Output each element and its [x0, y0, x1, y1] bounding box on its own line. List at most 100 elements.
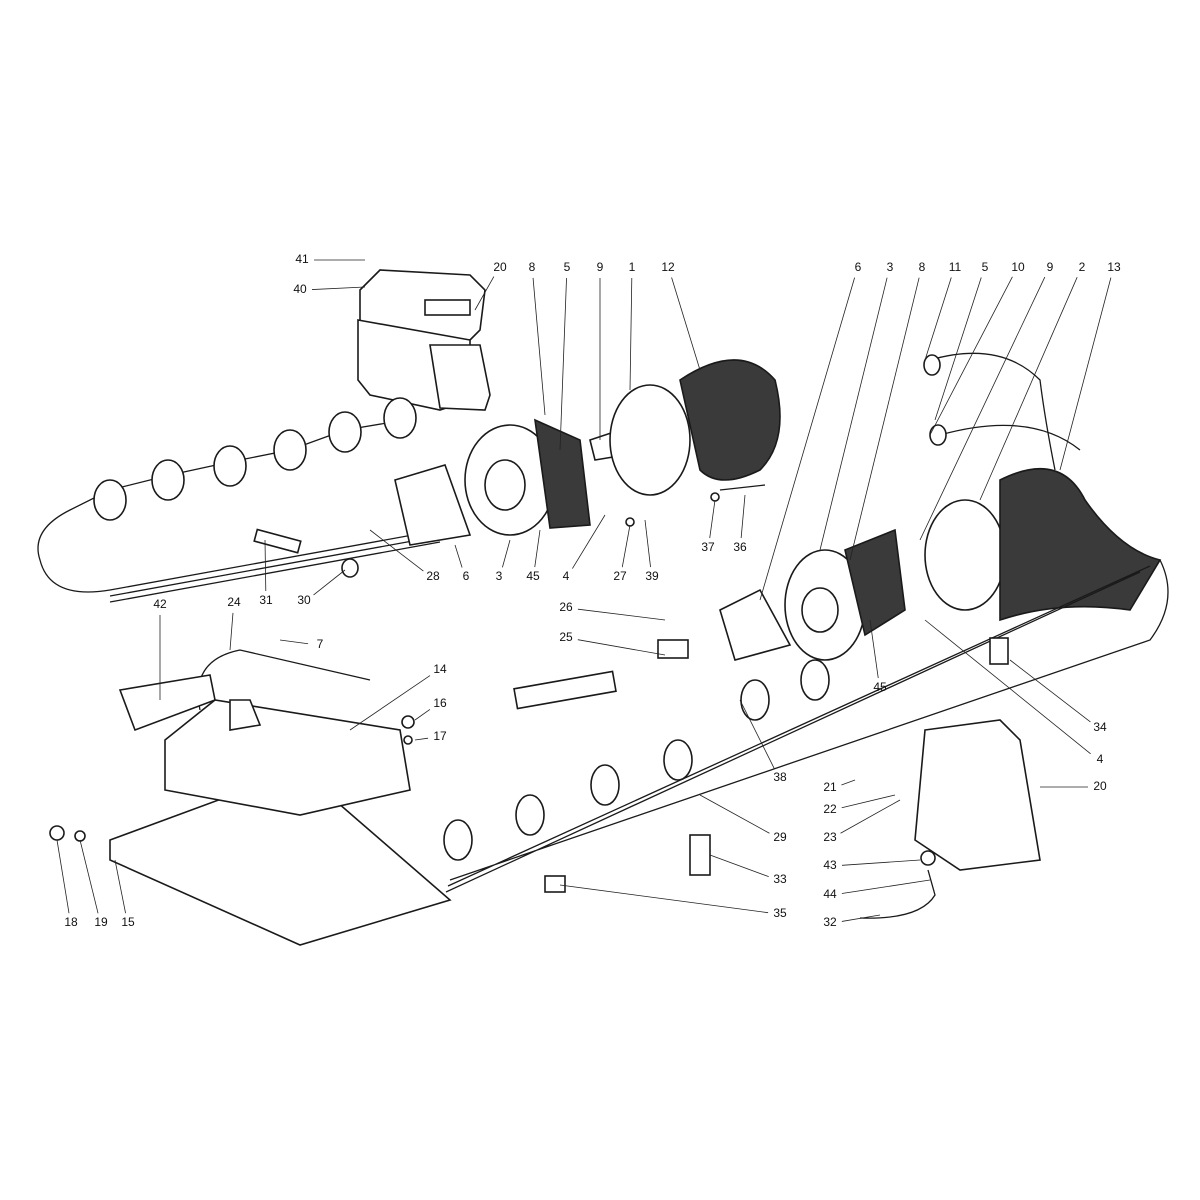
part-label-3: 3 — [496, 569, 503, 583]
part-label-3: 3 — [887, 260, 894, 274]
part-label-19: 19 — [94, 915, 108, 929]
part-label-25: 25 — [559, 630, 573, 644]
part-label-37: 37 — [701, 540, 715, 554]
part-label-7: 7 — [317, 637, 324, 651]
leader-line — [532, 277, 546, 416]
spark-plug-caps-lower — [443, 659, 830, 861]
part-label-40: 40 — [293, 282, 307, 296]
part-label-17: 17 — [433, 729, 447, 743]
leader-line — [709, 854, 769, 878]
leader-line — [644, 519, 651, 568]
leader-line — [114, 859, 126, 914]
part-label-6: 6 — [463, 569, 470, 583]
control-unit-and-bracket — [49, 649, 452, 946]
leader-line — [621, 524, 631, 568]
leader-line — [534, 529, 541, 568]
part-label-39: 39 — [645, 569, 659, 583]
leader-line — [572, 514, 606, 569]
leader-line — [759, 277, 855, 601]
leader-line — [841, 794, 896, 809]
part-label-8: 8 — [919, 260, 926, 274]
ignition-module-upper — [357, 269, 491, 411]
leader-line — [919, 276, 1046, 541]
leader-line — [1059, 277, 1112, 471]
part-label-4: 4 — [1097, 752, 1104, 766]
leader-line — [279, 639, 309, 645]
leader-line — [699, 794, 770, 834]
leader-line — [740, 494, 746, 539]
leader-line — [841, 914, 881, 922]
leader-line — [841, 879, 931, 894]
leader-line — [629, 277, 633, 391]
part-label-4: 4 — [563, 569, 570, 583]
leader-line — [934, 277, 982, 421]
part-label-33: 33 — [773, 872, 787, 886]
leader-line — [79, 839, 99, 914]
leader-line — [671, 277, 701, 371]
leader-line — [577, 608, 666, 621]
leader-line — [559, 884, 769, 914]
part-label-32: 32 — [823, 915, 837, 929]
part-label-20: 20 — [493, 260, 507, 274]
part-label-35: 35 — [773, 906, 787, 920]
leader-line — [229, 612, 234, 651]
leader-line — [924, 277, 952, 361]
part-label-18: 18 — [64, 915, 78, 929]
leader-line — [264, 539, 267, 592]
leader-line — [349, 675, 431, 731]
leader-line — [841, 779, 856, 786]
distributor-left — [394, 359, 781, 546]
part-label-45: 45 — [526, 569, 540, 583]
part-label-9: 9 — [1047, 260, 1054, 274]
part-label-28: 28 — [426, 569, 440, 583]
leader-line — [840, 799, 901, 834]
distributor-right — [445, 352, 1169, 893]
leader-line — [474, 276, 495, 311]
leader-line — [869, 619, 879, 679]
part-label-34: 34 — [1093, 720, 1107, 734]
part-label-13: 13 — [1107, 260, 1121, 274]
part-label-31: 31 — [259, 593, 273, 607]
part-label-24: 24 — [227, 595, 241, 609]
leader-line — [56, 839, 70, 914]
part-label-30: 30 — [297, 593, 311, 607]
part-label-45: 45 — [873, 680, 887, 694]
leader-line — [577, 639, 666, 656]
spark-plug-caps-upper — [37, 397, 441, 603]
part-label-36: 36 — [733, 540, 747, 554]
leader-line — [454, 544, 463, 568]
part-label-9: 9 — [597, 260, 604, 274]
part-label-12: 12 — [661, 260, 675, 274]
part-label-21: 21 — [823, 780, 837, 794]
part-label-6: 6 — [855, 260, 862, 274]
leader-line — [414, 709, 431, 721]
leader-line — [559, 277, 567, 451]
leader-line — [1009, 659, 1091, 723]
leader-line — [313, 569, 346, 596]
part-label-14: 14 — [433, 662, 447, 676]
ignition-coil-right — [513, 637, 1041, 919]
part-label-29: 29 — [773, 830, 787, 844]
leader-line — [739, 699, 775, 770]
leader-line — [502, 539, 511, 568]
part-label-41: 41 — [295, 252, 309, 266]
part-label-16: 16 — [433, 696, 447, 710]
part-label-1: 1 — [629, 260, 636, 274]
part-label-27: 27 — [613, 569, 627, 583]
part-label-15: 15 — [121, 915, 135, 929]
leader-line — [979, 276, 1078, 501]
part-label-20: 20 — [1093, 779, 1107, 793]
leader-line — [369, 529, 424, 572]
leader-line — [311, 286, 366, 290]
part-label-11: 11 — [949, 260, 962, 274]
leader-line — [849, 277, 920, 561]
part-label-10: 10 — [1011, 260, 1025, 274]
part-label-42: 42 — [153, 597, 167, 611]
part-label-5: 5 — [564, 260, 571, 274]
part-label-5: 5 — [982, 260, 989, 274]
leader-line — [709, 499, 716, 539]
part-label-44: 44 — [823, 887, 837, 901]
part-label-22: 22 — [823, 802, 837, 816]
